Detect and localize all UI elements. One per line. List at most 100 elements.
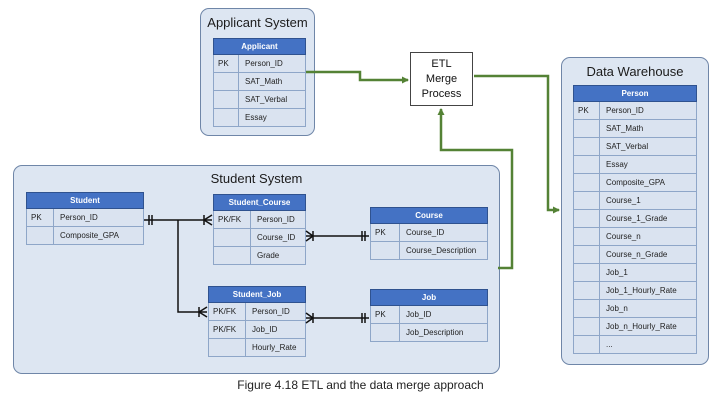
table-row: Composite_GPA [26, 227, 144, 245]
field-cell: Essay [245, 113, 267, 122]
field-cell: Composite_GPA [60, 231, 119, 240]
student-system-title: Student System [210, 171, 303, 186]
key-cell: PK [27, 209, 54, 226]
key-cell [574, 300, 600, 317]
figure-caption: Figure 4.18 ETL and the data merge appro… [237, 378, 484, 392]
key-cell [574, 210, 600, 227]
key-cell [574, 264, 600, 281]
etl-merge-process-box: ETL Merge Process [410, 52, 473, 106]
field-cell: ... [606, 340, 613, 349]
key-cell [574, 336, 600, 353]
table-row: Course_Description [370, 242, 488, 260]
key-cell: PK/FK [209, 321, 246, 338]
etl-line-1: ETL [431, 58, 452, 70]
key-cell [574, 138, 600, 155]
field-cell: Grade [257, 251, 280, 260]
key-cell: PK/FK [214, 211, 251, 228]
key-cell [209, 339, 246, 356]
key-cell [574, 282, 600, 299]
table-header: Student [26, 192, 144, 209]
etl-to-warehouse-arrow [474, 74, 560, 214]
field-cell: Course_n [606, 232, 641, 241]
key-cell: PK [214, 55, 239, 72]
field-cell: Person_ID [252, 307, 290, 316]
field-cell: Person_ID [245, 59, 283, 68]
table-row: SAT_Verbal [573, 138, 697, 156]
field-cell: Course_ID [406, 228, 445, 237]
table-header: Applicant [213, 38, 306, 55]
field-cell: Person_ID [257, 215, 295, 224]
table-row: PK Course_ID [370, 224, 488, 242]
table-row: ... [573, 336, 697, 354]
table-row: Composite_GPA [573, 174, 697, 192]
key-cell [574, 174, 600, 191]
table-row: PK/FK Person_ID [213, 211, 306, 229]
table-row: Hourly_Rate [208, 339, 306, 357]
student-to-etl-arrow [437, 108, 514, 270]
etl-line-2: Merge [425, 73, 458, 85]
field-cell: Course_n_Grade [606, 250, 668, 259]
table-row: Grade [213, 247, 306, 265]
table-row: Job_1_Hourly_Rate [573, 282, 697, 300]
key-cell [574, 228, 600, 245]
applicant-system-title: Applicant System [207, 15, 308, 30]
field-cell: Course_ID [257, 233, 296, 242]
key-cell [27, 227, 54, 244]
key-cell: PK/FK [209, 303, 246, 320]
table-row: PK/FK Job_ID [208, 321, 306, 339]
field-cell: Job_1 [606, 268, 628, 277]
table-row: Course_ID [213, 229, 306, 247]
table-row: SAT_Verbal [213, 91, 306, 109]
field-cell: SAT_Math [606, 124, 644, 133]
table-header: Student_Job [208, 286, 306, 303]
table-row: PK Person_ID [213, 55, 306, 73]
table-row: SAT_Math [573, 120, 697, 138]
key-cell [214, 247, 251, 264]
table-header: Person [573, 85, 697, 102]
student-studentjob-relation [177, 220, 207, 313]
table-row: Course_n [573, 228, 697, 246]
table-row: Job_Description [370, 324, 488, 342]
key-cell [574, 192, 600, 209]
table-row: SAT_Math [213, 73, 306, 91]
applicant-to-etl-arrow [306, 70, 409, 84]
field-cell: Person_ID [60, 213, 98, 222]
key-cell: PK [371, 224, 400, 241]
field-cell: Composite_GPA [606, 178, 665, 187]
table-row: PK/FK Person_ID [208, 303, 306, 321]
key-cell: PK [371, 306, 400, 323]
table-row: Essay [213, 109, 306, 127]
table-header: Student_Course [213, 194, 306, 211]
field-cell: Essay [606, 160, 628, 169]
field-cell: SAT_Verbal [606, 142, 649, 151]
table-row: Job_n_Hourly_Rate [573, 318, 697, 336]
field-cell: Job_ID [252, 325, 278, 334]
key-cell [214, 73, 239, 90]
key-cell [574, 318, 600, 335]
data-warehouse-title: Data Warehouse [586, 64, 684, 79]
field-cell: SAT_Verbal [245, 95, 288, 104]
table-row: Job_n [573, 300, 697, 318]
key-cell [574, 156, 600, 173]
table-header: Job [370, 289, 488, 306]
field-cell: Hourly_Rate [252, 343, 297, 352]
field-cell: Course_Description [406, 246, 477, 255]
field-cell: SAT_Math [245, 77, 283, 86]
table-row: Course_1_Grade [573, 210, 697, 228]
key-cell [214, 109, 239, 126]
field-cell: Course_1_Grade [606, 214, 668, 223]
table-row: Job_1 [573, 264, 697, 282]
table-row: Course_1 [573, 192, 697, 210]
table-header: Course [370, 207, 488, 224]
field-cell: Job_n [606, 304, 628, 313]
